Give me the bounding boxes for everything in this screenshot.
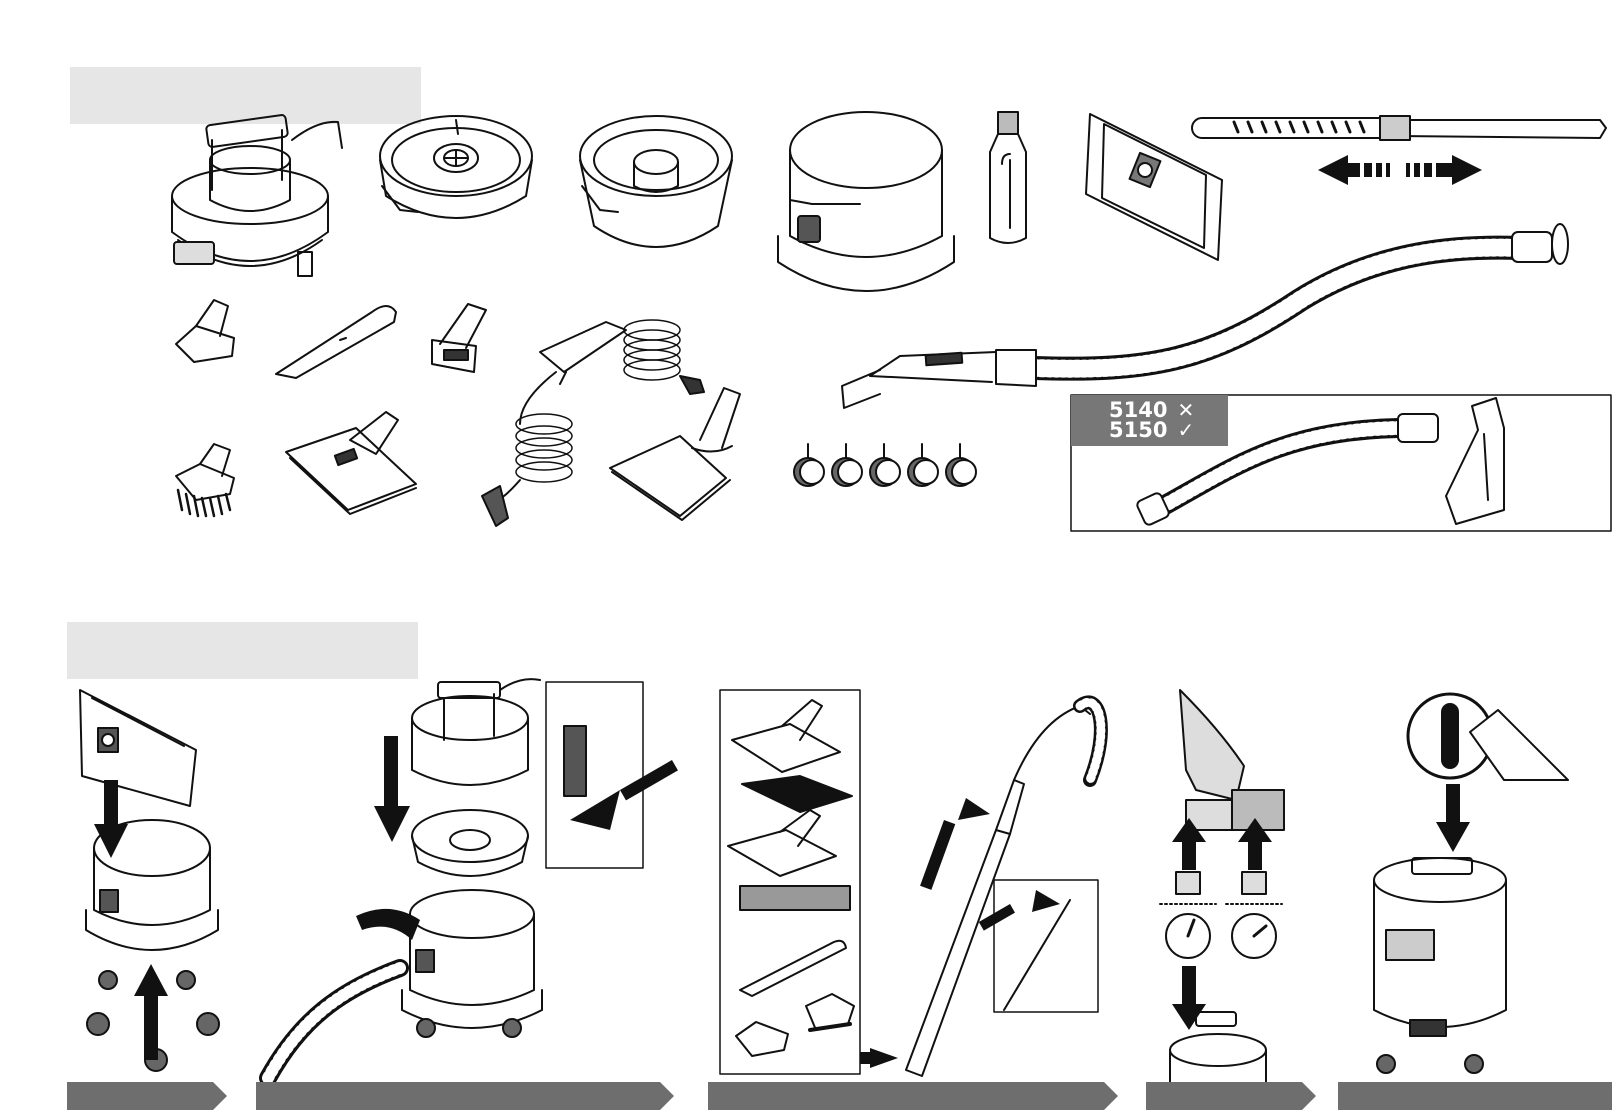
castor-wheel-icon — [793, 443, 977, 487]
hose-icon — [841, 223, 1569, 409]
upholstery-tool-icon — [735, 1021, 789, 1057]
hand-switch-icon — [1406, 692, 1569, 781]
tank-icon — [777, 111, 955, 292]
carpet-tool-icon — [609, 387, 741, 521]
upholstery-tool-icon — [175, 299, 235, 363]
step-arrow-icon — [356, 736, 678, 940]
model-row: 5150 ✓ — [1109, 417, 1228, 442]
brush-tool-icon — [175, 443, 235, 518]
crevice-tool-icon — [739, 939, 847, 997]
step-arrow-icon — [94, 780, 168, 1060]
adjust-arrow-icon — [1318, 155, 1482, 185]
model-number: 5150 — [1109, 417, 1168, 442]
model-box — [1070, 394, 1612, 532]
section-header-assembly — [67, 622, 418, 679]
check-icon: ✓ — [1177, 417, 1195, 442]
step-arrow-icon — [1436, 784, 1470, 852]
step-arrow-icon — [1172, 818, 1272, 1030]
telescopic-tube-icon — [905, 695, 1108, 1077]
brush-tool-icon — [805, 993, 855, 1032]
model-badge: 5140 ✕ 5150 ✓ — [1071, 395, 1228, 446]
model-row: 5140 ✕ — [1109, 397, 1228, 422]
upholstery-hose-icon — [1136, 413, 1439, 526]
step-arrow-icon — [860, 798, 1060, 1068]
floor-nozzle-icon — [285, 411, 417, 515]
shampoo-nozzle-icon — [431, 303, 487, 373]
tools-frame — [719, 689, 861, 1075]
spray-hose-icon — [481, 319, 705, 527]
floor-nozzle-icon — [727, 699, 853, 911]
detergent-bottle-icon — [989, 111, 1027, 244]
motor-head-icon — [171, 114, 343, 277]
sofa-icon — [1179, 689, 1285, 831]
step-bar-4 — [1146, 1082, 1316, 1110]
cross-icon: ✕ — [1177, 397, 1195, 422]
filter-cage-icon — [379, 115, 533, 219]
wide-nozzle-icon — [1445, 397, 1505, 525]
step-assemble-head — [259, 678, 644, 1087]
dial-icon — [1159, 871, 1283, 959]
float-cage-icon — [579, 115, 733, 248]
castor-wheel-icon — [86, 970, 220, 1072]
model-number: 5140 — [1109, 397, 1168, 422]
step-bag-in-tank — [79, 689, 220, 1072]
crevice-tool-icon — [275, 305, 397, 379]
step-bar-3 — [708, 1082, 1118, 1110]
telescopic-tube-icon — [1191, 115, 1607, 141]
motor-head-icon — [1373, 857, 1507, 1074]
step-bar-2 — [256, 1082, 674, 1110]
paper-bag-icon — [1085, 113, 1223, 261]
section-header-contents — [70, 67, 421, 124]
step-bar-1 — [67, 1082, 227, 1110]
step-bar-5 — [1338, 1082, 1612, 1110]
